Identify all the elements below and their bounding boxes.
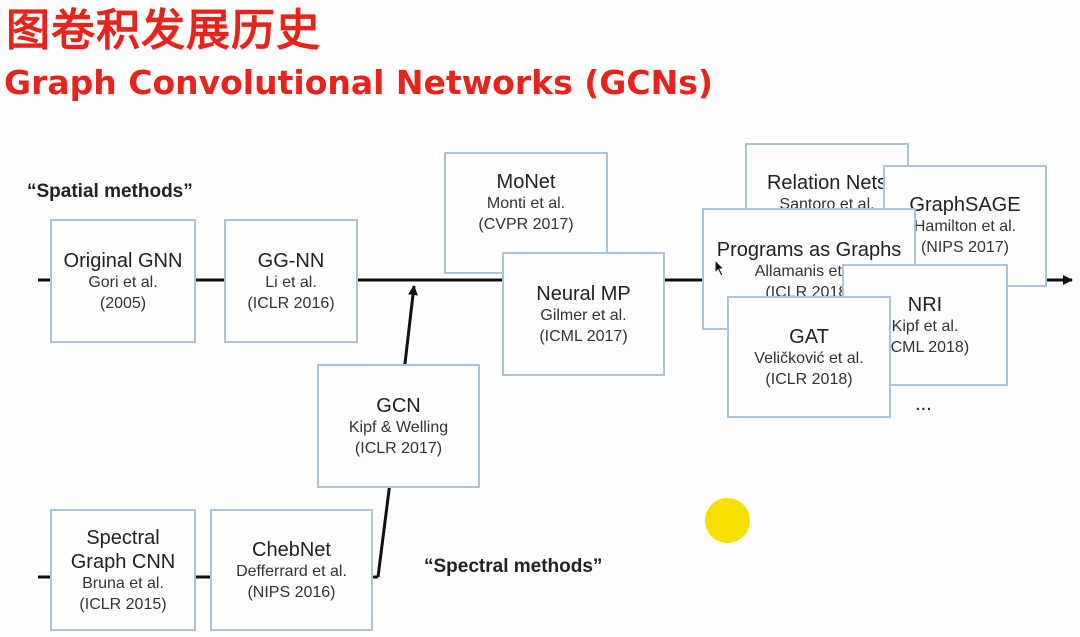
relation-nets-name: Relation Nets: [766, 172, 888, 194]
chebnet-authors: Defferrard et al.: [236, 562, 347, 580]
gcn-authors: Kipf & Welling: [348, 418, 449, 436]
nri-name: NRI: [907, 293, 943, 316]
spectral-cnn-authors: Bruna et al.: [82, 574, 164, 592]
box-original-gnn: Original GNN Gori et al. (2005): [50, 219, 196, 343]
gat-venue: (ICLR 2018): [765, 370, 853, 388]
gat-authors: Veličković et al.: [754, 349, 864, 367]
slide-title-chinese: 图卷积发展历史: [6, 5, 321, 56]
gcn-venue: (ICLR 2017): [354, 439, 443, 457]
box-spectral-graph-cnn: Spectral Graph CNN Bruna et al. (ICLR 20…: [50, 509, 196, 631]
gg-nn-name: GG-NN: [257, 249, 325, 272]
box-neural-mp: Neural MP Gilmer et al. (ICML 2017): [502, 252, 665, 376]
box-gg-nn: GG-NN Li et al. (ICLR 2016): [224, 219, 358, 343]
slide-title-english: Graph Convolutional Networks (GCNs): [4, 63, 713, 102]
spectral-cnn-name-line1: Spectral: [86, 526, 160, 549]
gg-nn-authors: Li et al.: [265, 273, 317, 291]
graphsage-name: GraphSAGE: [909, 194, 1021, 216]
box-gat: GAT Veličković et al. (ICLR 2018): [727, 296, 891, 418]
neural-mp-venue: (ICML 2017): [539, 327, 628, 345]
spectral-cnn-venue: (ICLR 2015): [79, 595, 167, 613]
highlight-dot: [705, 498, 750, 543]
original-gnn-venue: (2005): [99, 294, 147, 312]
gcn-name: GCN: [376, 394, 421, 417]
neural-mp-authors: Gilmer et al.: [540, 306, 627, 324]
spectral-cnn-name-line2: Graph CNN: [70, 550, 176, 573]
spatial-methods-label: “Spatial methods”: [27, 181, 193, 202]
spectral-methods-label: “Spectral methods”: [424, 556, 603, 577]
monet-authors: Monti et al.: [486, 195, 566, 212]
monet-venue: (CVPR 2017): [478, 216, 574, 233]
monet-name: MoNet: [496, 171, 556, 193]
mouse-cursor-icon: [714, 259, 726, 277]
nri-authors: Kipf et al.: [891, 317, 959, 335]
original-gnn-name: Original GNN: [63, 249, 183, 272]
chebnet-name: ChebNet: [252, 538, 331, 561]
gg-nn-venue: (ICLR 2016): [247, 294, 335, 312]
box-chebnet: ChebNet Defferrard et al. (NIPS 2016): [210, 509, 373, 631]
box-gcn: GCN Kipf & Welling (ICLR 2017): [317, 364, 480, 488]
neural-mp-name: Neural MP: [536, 282, 631, 305]
more-ellipsis: ...: [915, 393, 932, 415]
graphsage-authors: Hamilton et al.: [913, 218, 1017, 235]
chebnet-venue: (NIPS 2016): [247, 583, 336, 601]
programs-authors: Allamanis et al.: [754, 263, 864, 280]
graphsage-venue: (NIPS 2017): [920, 239, 1010, 256]
gat-name: GAT: [789, 325, 829, 348]
original-gnn-authors: Gori et al.: [88, 273, 158, 291]
programs-name: Programs as Graphs: [716, 239, 902, 261]
nri-venue: (ICML 2018): [880, 338, 970, 356]
